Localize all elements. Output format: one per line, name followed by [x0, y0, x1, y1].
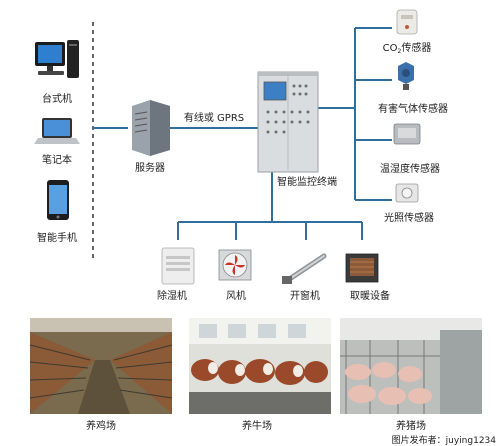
window-opener-label: 开窗机 — [290, 289, 320, 302]
control-cabinet-icon — [257, 71, 319, 173]
cattle-farm-photo — [189, 318, 331, 414]
desktop-icon — [35, 40, 79, 78]
window-opener-icon — [282, 253, 327, 284]
smartphone-label: 智能手机 — [37, 231, 77, 244]
gas-sensor-icon — [398, 62, 414, 90]
laptop-label: 笔记本 — [42, 153, 72, 166]
server-icon — [132, 100, 170, 156]
connectors — [93, 27, 392, 240]
cattle-farm-label: 养牛场 — [242, 419, 272, 432]
link-label: 有线或 GPRS — [184, 111, 244, 124]
light-sensor-label: 光照传感器 — [384, 211, 434, 224]
temp-humidity-sensor-label: 温湿度传感器 — [380, 162, 440, 175]
heater-label: 取暖设备 — [350, 289, 390, 302]
terminal-label: 智能监控终端 — [277, 175, 337, 188]
laptop-icon — [34, 118, 80, 144]
chicken-farm-photo — [29, 318, 173, 414]
server-label: 服务器 — [135, 161, 165, 174]
watermark-bg — [352, 433, 499, 446]
temp-humidity-sensor-icon — [393, 123, 421, 145]
desktop-label: 台式机 — [42, 92, 72, 105]
smartphone-icon — [47, 180, 69, 220]
pig-farm-photo — [340, 318, 482, 414]
gas-sensor-label: 有害气体传感器 — [378, 102, 448, 115]
co2-sensor-label: CO2传感器 — [383, 41, 432, 55]
fan-icon — [218, 249, 252, 281]
light-sensor-icon — [395, 183, 419, 203]
chicken-farm-label: 养鸡场 — [86, 419, 116, 432]
co2-sensor-icon — [396, 9, 418, 35]
watermark-text: 图片发布者：juying1234 — [392, 434, 497, 446]
fan-label: 风机 — [226, 289, 246, 302]
heater-icon — [345, 253, 379, 283]
dehumidifier-icon — [161, 247, 195, 285]
pig-farm-label: 养猪场 — [396, 419, 426, 432]
dehumidifier-label: 除湿机 — [157, 289, 187, 302]
